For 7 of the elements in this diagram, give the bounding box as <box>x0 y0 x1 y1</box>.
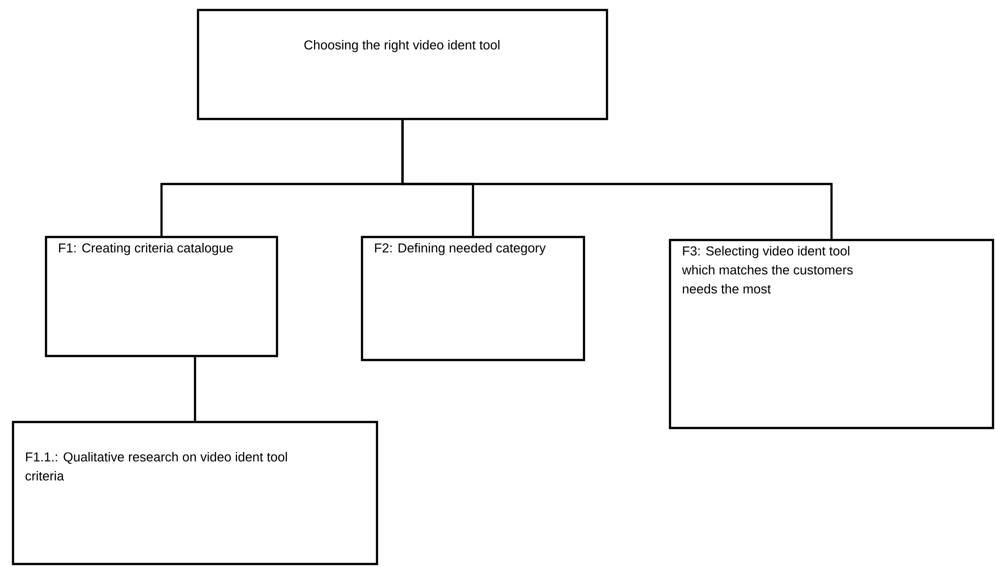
process-box: F1.1.: Qualitative research on video ident tool criteria <box>12 420 378 566</box>
process-box: F3: Selecting video ident tool which matches the customers needs the most <box>668 238 994 430</box>
process-box: Choosing the right video ident tool <box>196 8 608 120</box>
connector-line <box>194 357 196 421</box>
connector-line <box>401 120 833 239</box>
process-box: F2: Defining needed category <box>360 236 586 362</box>
process-box: F1: Creating criteria catalogue <box>44 236 278 358</box>
